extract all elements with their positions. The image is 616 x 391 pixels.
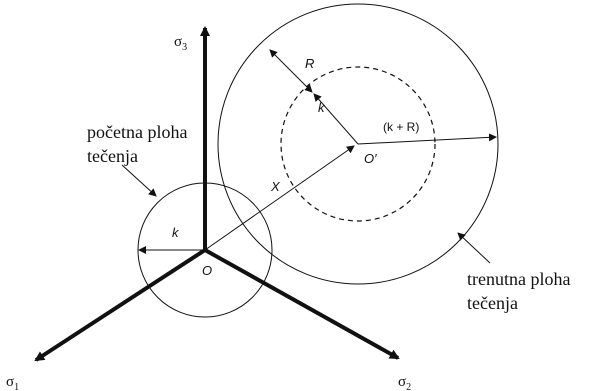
k-inner-label: k <box>318 100 326 115</box>
current-surface-leader-arrow <box>457 232 491 264</box>
origin-label: O <box>202 263 212 278</box>
sigma1-axis <box>34 248 207 362</box>
current-surface-label-line2: tečenja <box>467 293 518 313</box>
sigma3-label: σ3 <box>174 34 187 53</box>
initial-surface-label-line1: početna ploha <box>87 122 187 142</box>
current-yield-surface-circle <box>217 3 499 285</box>
r-dimension-arrow <box>269 49 313 93</box>
x-label: X <box>270 179 281 194</box>
initial-surface-label-line2: tečenja <box>87 146 138 166</box>
k-initial-label: k <box>172 225 180 240</box>
sigma2-axis <box>204 248 400 360</box>
r-label: R <box>305 56 314 71</box>
k-inner-radius-arrow <box>313 93 359 145</box>
initial-surface-leader-arrow <box>121 164 157 197</box>
current-surface-label-line1: trenutna ploha <box>467 269 570 289</box>
k-plus-r-radius-arrow <box>357 133 497 145</box>
sigma1-label: σ1 <box>6 374 19 391</box>
sigma2-label: σ2 <box>398 374 411 391</box>
shifted-center-label: O′ <box>364 151 377 166</box>
k-plus-r-label: (k + R) <box>383 120 419 134</box>
x-vector-arrow <box>204 145 355 251</box>
inner-dashed-circle <box>280 66 436 222</box>
